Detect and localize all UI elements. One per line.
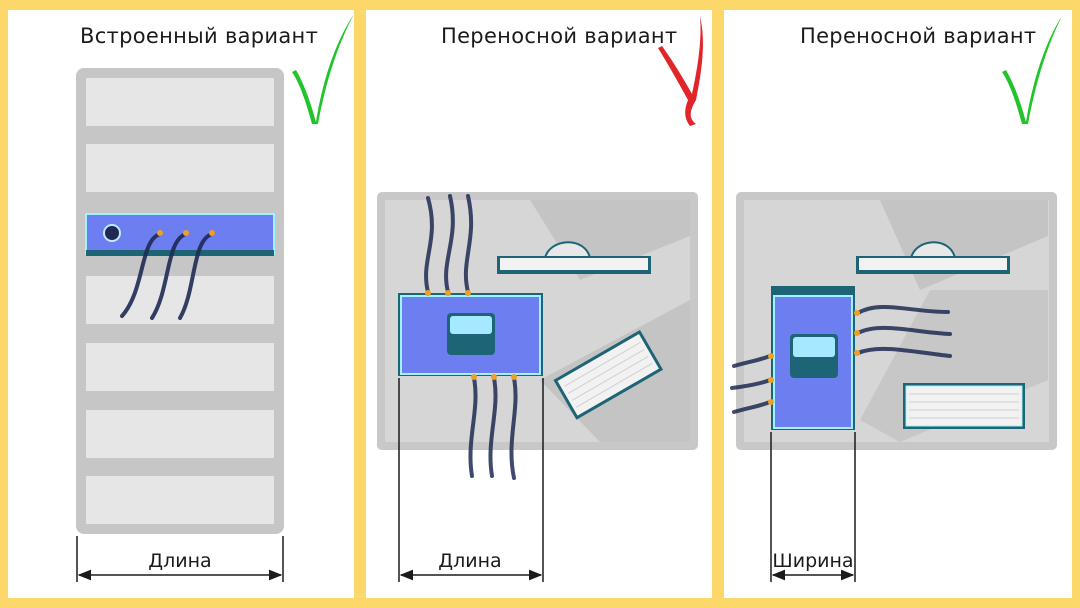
- monitor-2: [497, 241, 651, 274]
- rack-cabinet: [76, 68, 284, 534]
- cross-mark-icon: [658, 16, 703, 126]
- length-dimension-1: [76, 536, 284, 582]
- panel-2-dimension-label: Длина: [438, 550, 502, 572]
- panel-3-dimension-label: Ширина: [772, 550, 854, 572]
- keyboard-2: [553, 329, 664, 420]
- check-mark-icon: [1002, 16, 1062, 124]
- rack-mounted-unit: [85, 213, 275, 320]
- panel-1-title: Встроенный вариант: [80, 24, 319, 48]
- keyboard-3: [903, 383, 1025, 429]
- portable-device-3: [768, 286, 860, 430]
- panel-2-title: Переносной вариант: [441, 24, 678, 48]
- width-dimension-3: [770, 432, 856, 582]
- length-dimension-2: [398, 378, 544, 582]
- panel-1-dimension-label: Длина: [148, 550, 212, 572]
- cables-3: [730, 305, 952, 414]
- portable-device-2: [398, 290, 543, 380]
- cables-2: [424, 194, 518, 480]
- monitor-3: [856, 241, 1010, 274]
- check-mark-icon: [292, 14, 354, 124]
- power-button-icon: [103, 224, 121, 242]
- panel-3-title: Переносной вариант: [800, 24, 1037, 48]
